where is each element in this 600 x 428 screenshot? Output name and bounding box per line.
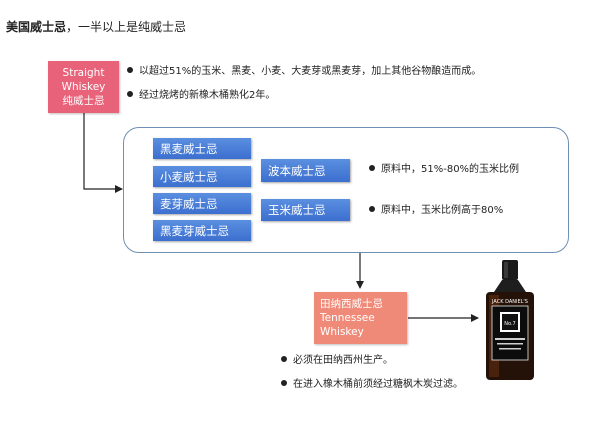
bourbon-whiskey-box: 波本威士忌 — [261, 159, 350, 182]
page-title-rest: ，一半以上是纯威士忌 — [66, 20, 187, 34]
page-title-bold: 美国威士忌 — [6, 20, 67, 34]
bullet-dot-icon — [281, 355, 287, 362]
straight-line3: 纯威士忌 — [62, 95, 105, 107]
malt-whiskey-box: 麦芽威士忌 — [153, 193, 251, 214]
straight-line1: Straight — [62, 67, 105, 79]
tennessee-line3: Whiskey — [320, 326, 364, 338]
bullet-dot-icon — [369, 164, 375, 171]
tennessee-line2: Tennessee — [320, 312, 375, 324]
straight-line2: Whiskey — [61, 81, 106, 93]
rye-whiskey-box: 黑麦威士忌 — [153, 138, 251, 159]
straight-whiskey-box: Straight Whiskey 纯威士忌 — [48, 61, 119, 113]
tennessee-line1: 田纳西威士忌 — [320, 298, 383, 310]
corn-note: 原料中，玉米比例高于80% — [369, 201, 503, 216]
bullet-dot-icon — [127, 66, 133, 73]
straight-note-2: 经过烧烤的新橡木桶熟化2年。 — [127, 86, 275, 101]
bullet-dot-icon — [127, 90, 133, 97]
arrow-straight-to-group — [83, 113, 123, 193]
bottle-brand-label: JACK DANIEL'S — [491, 299, 528, 305]
tennessee-note-1: 必须在田纳西州生产。 — [281, 351, 393, 366]
bottle-number-label: No.7 — [504, 321, 515, 327]
wheat-whiskey-box: 小麦威士忌 — [153, 166, 251, 187]
tennessee-whiskey-box: 田纳西威士忌 Tennessee Whiskey — [314, 292, 407, 344]
bullet-dot-icon — [281, 379, 287, 386]
bourbon-note: 原料中，51%-80%的玉米比例 — [369, 160, 519, 175]
corn-whiskey-box: 玉米威士忌 — [261, 199, 350, 221]
straight-note-1: 以超过51%的玉米、黑麦、小麦、大麦芽或黑麦芽，加上其他谷物酿造而成。 — [127, 62, 481, 77]
page-title: 美国威士忌，一半以上是纯威士忌 — [6, 18, 186, 35]
bullet-dot-icon — [369, 205, 375, 212]
jack-daniels-bottle-icon — [486, 260, 534, 380]
tennessee-note-2: 在进入橡木桶前须经过糖枫木炭过滤。 — [281, 375, 463, 390]
rye-malt-whiskey-box: 黑麦芽威士忌 — [153, 220, 251, 241]
